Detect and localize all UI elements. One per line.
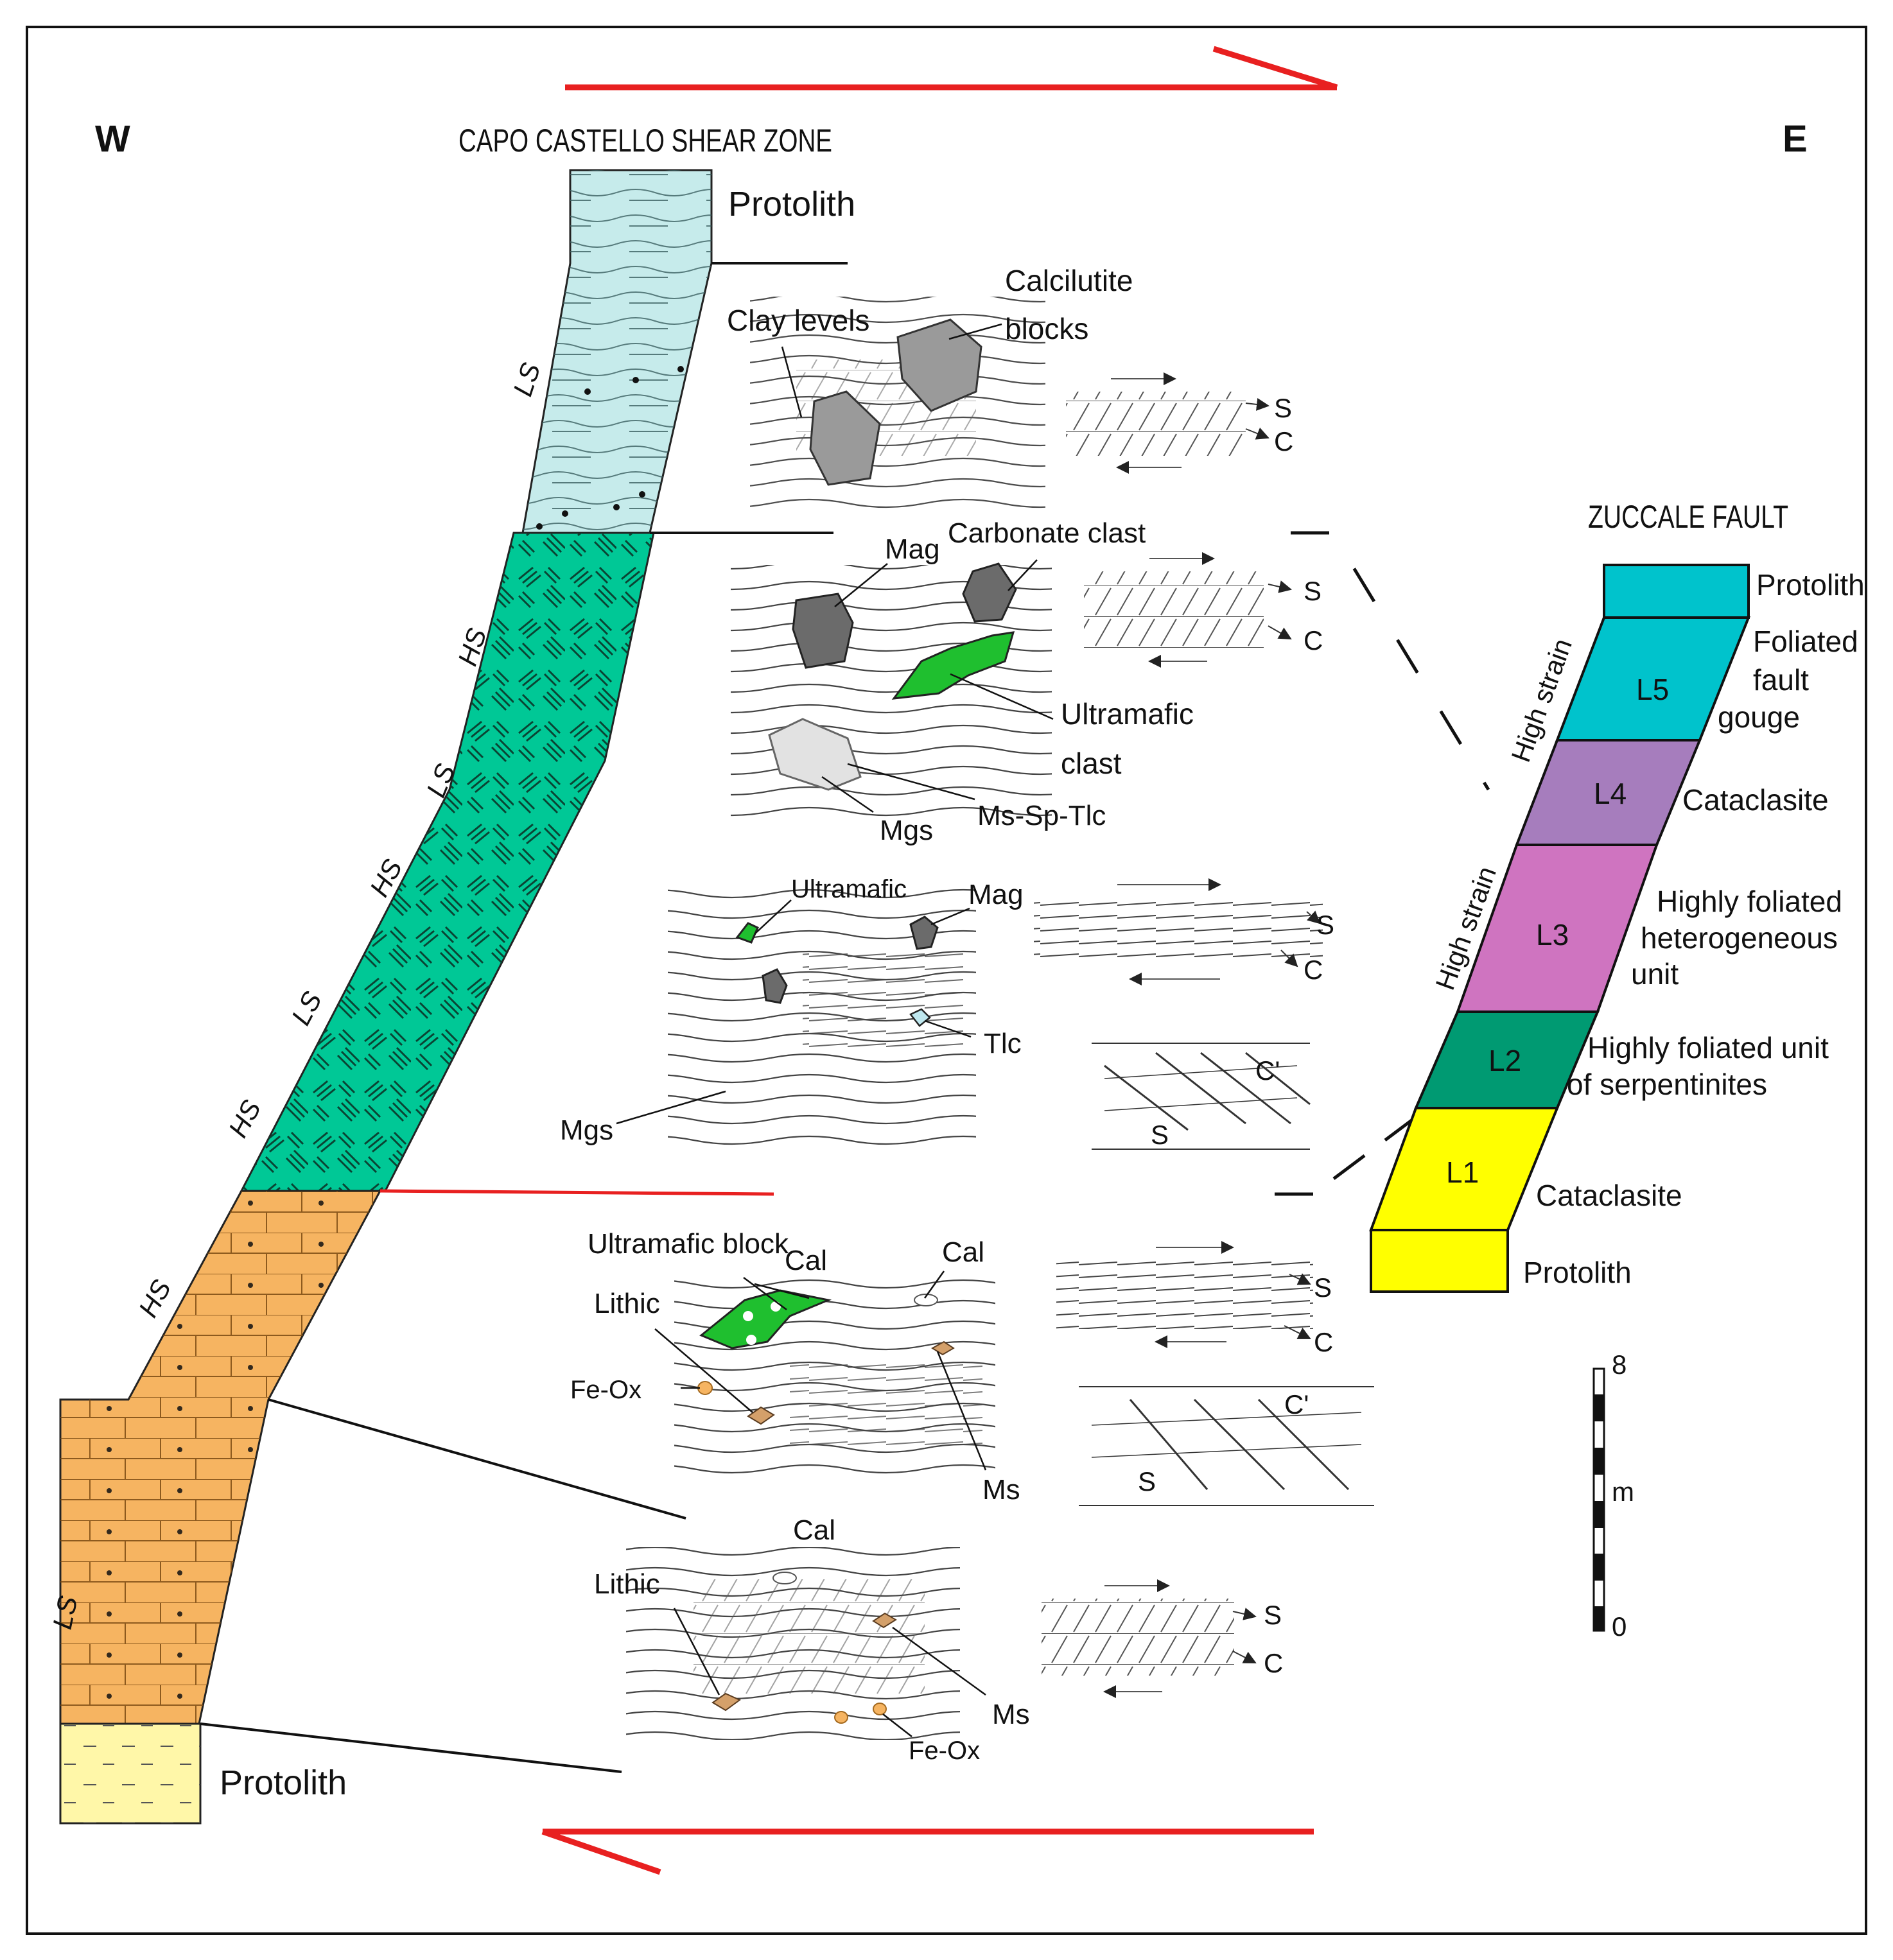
s5-sc-fabric: S C xyxy=(1042,1579,1283,1698)
s3-s2-label: S xyxy=(1151,1120,1169,1150)
s2-sc-fabric: S C xyxy=(1084,552,1323,668)
zuccale-l5-desc-3: gouge xyxy=(1718,700,1800,734)
s5-ms: Ms xyxy=(992,1699,1030,1730)
scale-bottom: 0 xyxy=(1612,1611,1627,1642)
sketch-4-sandstone-hs: Ultramafic block Cal Cal Lithic Fe-Ox Ms xyxy=(570,1228,1020,1505)
zuccale-protolith-bottom-label: Protolith xyxy=(1523,1256,1632,1289)
capo-castello-title: CAPO CASTELLO SHEAR ZONE xyxy=(458,123,832,159)
bottom-shear-arrow xyxy=(541,1828,1314,1875)
zuccale-l1-id: L1 xyxy=(1446,1156,1479,1189)
s3-tlc: Tlc xyxy=(984,1028,1022,1059)
zuccale-protolith-top-label: Protolith xyxy=(1756,568,1865,602)
s3-c-label: C xyxy=(1304,955,1323,985)
sketch-2-ultramafic: Mag Carbonate clast Ultramafic clast Mgs… xyxy=(731,517,1194,846)
strain-label-ls-1: LS xyxy=(507,359,546,399)
zuccale-l4-desc: Cataclasite xyxy=(1682,783,1829,817)
s4-ultramafic-block: Ultramafic block xyxy=(588,1228,789,1260)
correlation-dashed-lines xyxy=(1275,531,1490,1196)
s4-s2-label: S xyxy=(1138,1466,1156,1496)
s4-c-label: C xyxy=(1314,1327,1333,1357)
s1-clay-levels: Clay levels xyxy=(727,304,869,337)
s4-s-label: S xyxy=(1314,1272,1332,1303)
sketch-5-sandstone-ls: Cal Lithic Ms Fe-Ox xyxy=(594,1514,1030,1765)
s5-cal: Cal xyxy=(793,1514,835,1546)
s2-ms-sp-tlc: Ms-Sp-Tlc xyxy=(977,800,1106,831)
s1-calcilutite: Calcilutite xyxy=(1005,264,1133,297)
s2-ultramafic: Ultramafic xyxy=(1061,697,1194,731)
west-label: W xyxy=(95,118,130,160)
s3-mgs: Mgs xyxy=(560,1114,613,1146)
s1-c-label: C xyxy=(1274,426,1293,456)
s3-ultramafic: Ultramafic xyxy=(791,875,907,903)
strain-label-ls-4: LS xyxy=(47,1593,83,1632)
lower-protolith-block xyxy=(59,1722,202,1825)
zuccale-l2-desc-1: Highly foliated unit xyxy=(1587,1031,1829,1064)
zuccale-l5-desc-1: Foliated xyxy=(1753,625,1858,658)
zuccale-l1-desc: Cataclasite xyxy=(1536,1179,1682,1212)
zuccale-protolith-top xyxy=(1603,564,1750,619)
s2-mgs: Mgs xyxy=(880,815,933,846)
s5-lithic: Lithic xyxy=(594,1568,660,1600)
zuccale-l5-desc-2: fault xyxy=(1753,663,1809,697)
s2-clast: clast xyxy=(1061,747,1122,780)
capo-protolith-bottom-label: Protolith xyxy=(220,1764,347,1802)
s3-mag: Mag xyxy=(968,879,1024,910)
red-boundary-line xyxy=(379,1189,774,1196)
zuccale-l3-desc-3: unit xyxy=(1631,957,1679,991)
lower-sandstone-unit xyxy=(59,1190,382,1725)
zuccale-l5-id: L5 xyxy=(1636,673,1669,706)
s5-c-label: C xyxy=(1264,1648,1283,1678)
s4-lithic: Lithic xyxy=(594,1288,660,1319)
s2-s-label: S xyxy=(1304,576,1322,606)
s1-sc-fabric: S C xyxy=(1066,372,1293,474)
top-shear-arrow xyxy=(565,46,1338,91)
connector-lines xyxy=(200,262,848,1773)
s4-cal-1: Cal xyxy=(785,1245,827,1276)
s2-mag: Mag xyxy=(885,533,940,565)
s4-cprime-label: C' xyxy=(1284,1389,1309,1419)
s2-c-label: C xyxy=(1304,625,1323,655)
scale-top: 8 xyxy=(1612,1349,1627,1380)
s4-cal-2: Cal xyxy=(942,1236,984,1268)
strain-label-hs-3: HS xyxy=(222,1095,266,1143)
s3-sc-fabric: S C xyxy=(1034,878,1334,985)
sketch-3-mylonite: Ultramafic Mag Tlc Mgs xyxy=(560,875,1024,1156)
s1-blocks: blocks xyxy=(1005,312,1088,345)
figure-frame xyxy=(26,26,1867,1935)
s3-cprime-fabric: C' S xyxy=(1092,1043,1311,1150)
capo-protolith-top-label: Protolith xyxy=(728,185,855,223)
zuccale-title: ZUCCALE FAULT xyxy=(1588,499,1788,535)
s4-fe-ox: Fe-Ox xyxy=(570,1376,641,1404)
zuccale-l3-desc-2: heterogeneous xyxy=(1641,921,1838,955)
zuccale-protolith-bottom xyxy=(1370,1229,1509,1293)
central-high-strain-unit xyxy=(240,532,655,1192)
s4-cprime-fabric: C' S xyxy=(1079,1386,1374,1506)
s5-s-label: S xyxy=(1264,1600,1282,1630)
s3-cprime-label: C' xyxy=(1255,1055,1280,1086)
sketch-1-calcilutite: Clay levels Calcilutite blocks xyxy=(727,264,1133,515)
strain-label-ls-3: LS xyxy=(285,987,327,1030)
s5-fe-ox: Fe-Ox xyxy=(909,1737,980,1765)
zuccale-l3-id: L3 xyxy=(1536,918,1569,951)
s1-s-label: S xyxy=(1274,393,1292,423)
s4-ms: Ms xyxy=(982,1474,1020,1505)
s2-carbonate-clast: Carbonate clast xyxy=(948,517,1146,549)
zuccale-l2-desc-2: of serpentinites xyxy=(1567,1068,1767,1101)
east-label: E xyxy=(1783,118,1808,160)
zuccale-l3-desc-1: Highly foliated xyxy=(1657,885,1842,918)
s4-sc-fabric: S C xyxy=(1056,1241,1333,1357)
strain-label-hs-4: HS xyxy=(132,1275,177,1323)
s3-s-label: S xyxy=(1316,910,1334,940)
scale-bar: 8 m 0 xyxy=(1592,1349,1634,1642)
upper-low-strain-unit xyxy=(521,169,713,534)
zuccale-l2-id: L2 xyxy=(1488,1044,1521,1077)
zuccale-l4-id: L4 xyxy=(1594,777,1627,810)
scale-unit: m xyxy=(1612,1477,1634,1507)
